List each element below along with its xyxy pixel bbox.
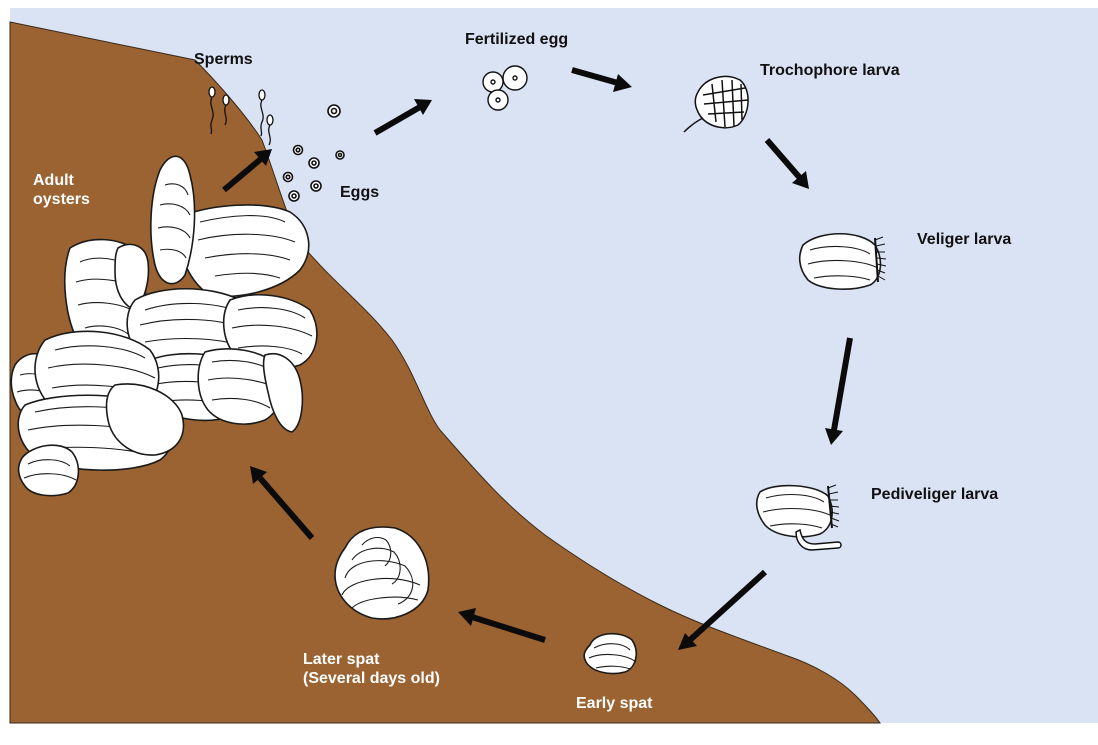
later-spat-icon bbox=[335, 527, 429, 619]
adult-oysters-label: Adult oysters bbox=[33, 171, 90, 209]
eggs-label: Eggs bbox=[340, 183, 379, 202]
fertilized-egg-label: Fertilized egg bbox=[465, 30, 568, 49]
later-spat-label-line1: Later spat bbox=[303, 650, 440, 669]
pediveliger-larva-label: Pediveliger larva bbox=[871, 485, 998, 504]
early-spat-label: Early spat bbox=[576, 694, 652, 713]
later-spat-label: Later spat (Several days old) bbox=[303, 650, 440, 688]
trochophore-larva-label: Trochophore larva bbox=[760, 61, 900, 80]
later-spat-label-line2: (Several days old) bbox=[303, 669, 440, 688]
adult-oysters-label-line2: oysters bbox=[33, 190, 90, 209]
veliger-larva-label: Veliger larva bbox=[917, 230, 1011, 249]
sperms-label: Sperms bbox=[194, 50, 253, 69]
adult-oysters-label-line1: Adult bbox=[33, 171, 90, 190]
